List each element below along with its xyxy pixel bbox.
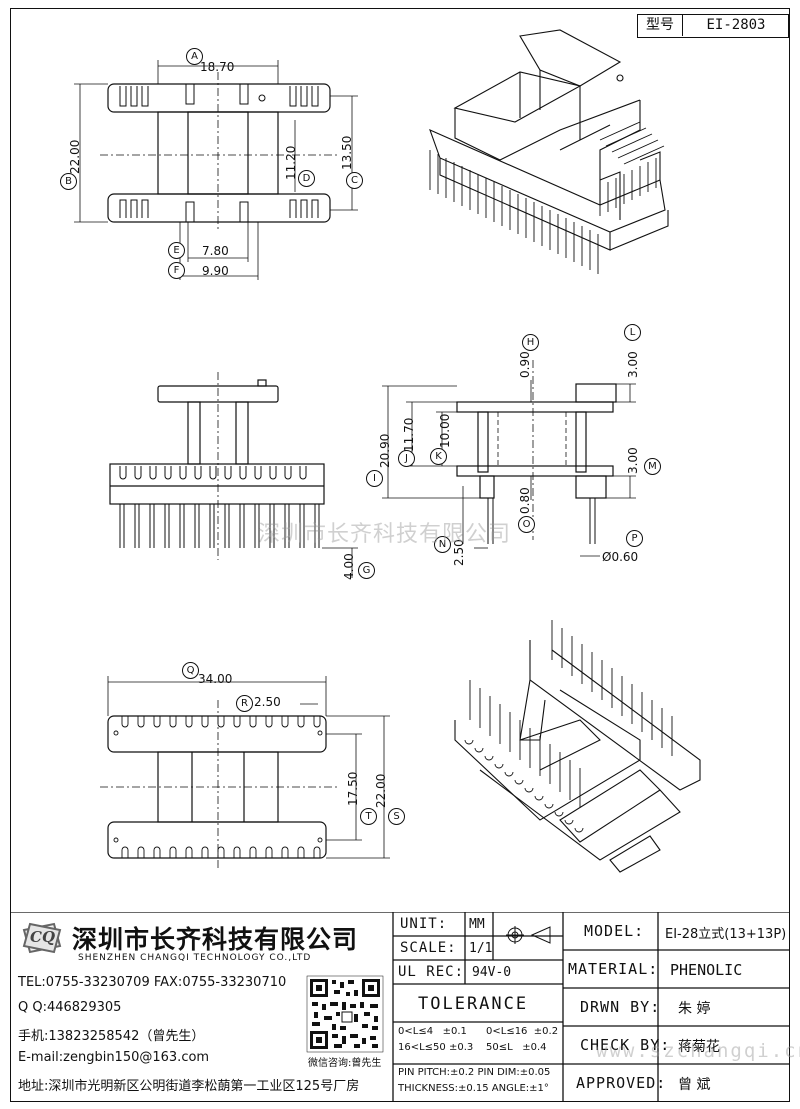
ul-rec-value: 94V-0 [472,965,512,980]
site-watermark: www.szchangqi.cn [596,1040,800,1062]
dim-marker-M: M [644,458,661,475]
model-value: EI-28立式(13+13P) [665,927,787,942]
qr-code [306,975,384,1053]
dim-value-K: 10.00 [438,413,452,448]
drawing-frame [10,8,790,1102]
watermark: 深圳市长齐科技有限公司 [258,522,512,547]
side-view [109,372,358,578]
dim-marker-A: A [186,48,203,65]
company-logo [22,922,62,954]
company-tel-fax: TEL:0755-33230709 FAX:0755-33230710 [18,975,287,990]
approved-value: 曾 斌 [678,1077,711,1093]
drawn-by-value: 朱 婷 [678,1001,711,1017]
dim-value-J: 11.70 [402,417,416,452]
material-label: MATERIAL: [568,960,659,978]
dim-marker-T: T [360,808,377,825]
tolerance-pin: PIN PITCH:±0.2 PIN DIM:±0.05 [398,1067,551,1078]
dim-value-F: 9.90 [202,264,229,278]
dim-value-T: 17.50 [346,771,360,806]
scale-label: SCALE: [400,940,457,956]
ul-rec-label: UL REC: [398,964,465,980]
dim-marker-I: I [366,470,383,487]
company-name-en: SHENZHEN CHANGQI TECHNOLOGY CO.,LTD [78,953,312,963]
dim-marker-P: P [626,530,643,547]
dim-value-D: 11.20 [284,145,298,180]
company-address: 地址:深圳市光明新区公明街道李松蓢第一工业区125号厂房 [18,1079,360,1094]
dim-value-I: 20.90 [378,433,392,468]
iso-view-top [429,29,669,274]
tolerance-row1a: 0<L≤4 ±0.1 [398,1026,467,1037]
dim-marker-J: J [398,450,415,467]
dim-marker-G: G [358,562,375,579]
dim-value-H: 0.90 [518,351,532,378]
dim-value-M: 3.00 [626,447,640,474]
company-name-cn: 深圳市长齐科技有限公司 [72,925,359,954]
dim-value-C: 13.50 [340,135,354,170]
dim-value-O: 0.80 [518,487,532,514]
dim-value-S: 22.00 [374,773,388,808]
dim-value-L: 3.00 [626,351,640,378]
dim-marker-N: N [434,536,451,553]
dim-value-Q: 34.00 [198,672,233,686]
unit-label: UNIT: [400,916,448,932]
dim-value-G: 4.00 [342,553,356,580]
dim-marker-H: H [522,334,539,351]
dim-marker-B: B [60,173,77,190]
top-view [74,60,358,280]
header-model-box: 型号 EI-2803 [637,14,789,38]
dim-marker-L: L [624,324,641,341]
wechat-label: 微信咨询:曾先生 [308,1058,382,1069]
company-qq: Q Q:446829305 [18,1000,122,1015]
check-by-value: 蒋菊花 [678,1039,720,1055]
title-block-grid [10,912,790,1102]
dim-value-P: Ø0.60 [602,550,639,564]
company-email: E-mail:zengbin150@163.com [18,1050,210,1065]
dim-marker-O: O [518,516,535,533]
projection-symbol [506,926,551,944]
header-model-value: EI-2803 [706,17,766,33]
dim-marker-S: S [388,808,405,825]
scale-value: 1/1 [469,941,493,956]
dim-value-R: 2.50 [254,695,281,709]
logo-text: CQ [30,928,56,946]
check-by-label: CHECK BY: [580,1036,671,1054]
iso-view-bottom [454,620,701,873]
material-value: PHENOLIC [670,961,743,979]
model-label: MODEL: [584,922,645,940]
dim-marker-E: E [168,242,185,259]
dim-marker-C: C [346,172,363,189]
dim-marker-Q: Q [182,662,199,679]
drawn-by-label: DRWN BY: [580,998,661,1016]
header-model-label: 型号 [638,15,683,36]
tolerance-row2a: 16<L≤50 ±0.3 [398,1042,474,1053]
bottom-view [100,676,390,870]
approved-label: APPROVED: [576,1074,667,1092]
dim-marker-R: R [236,695,253,712]
title-block: CQ 深圳市长齐科技有限公司 SHENZHEN CHANGQI TECHNOLO… [10,912,800,1102]
dim-marker-F: F [168,262,185,279]
tolerance-thickness: THICKNESS:±0.15 ANGLE:±1° [398,1083,549,1094]
dim-marker-D: D [298,170,315,187]
dim-marker-K: K [430,448,447,465]
front-view [382,360,636,557]
tolerance-row2b: 50≤L ±0.4 [486,1042,547,1053]
dim-value-B: 22.00 [68,139,82,174]
dim-value-A: 18.70 [200,60,235,74]
tolerance-label: TOLERANCE [418,994,529,1014]
dim-value-E: 7.80 [202,244,229,258]
technical-drawing [74,29,701,873]
tolerance-row1b: 0<L≤16 ±0.2 [486,1026,559,1037]
company-mobile: 手机:13823258542（曾先生） [18,1029,205,1044]
unit-value: MM [469,917,485,932]
